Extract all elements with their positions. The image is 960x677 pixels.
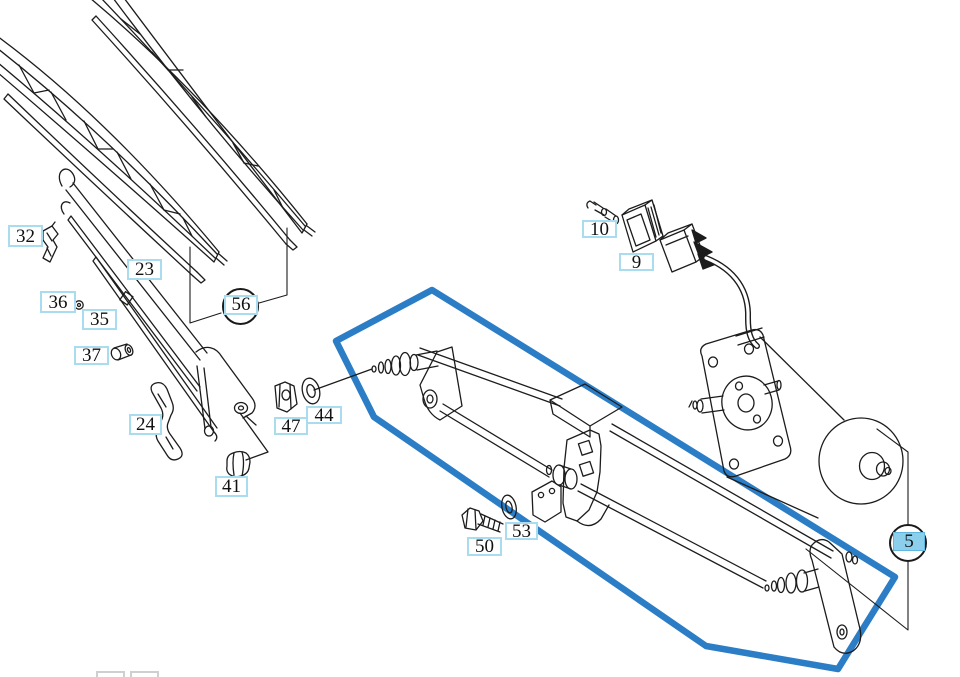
washer-53 [501,494,517,520]
clipped-label-box [96,671,125,677]
bolt-50 [461,507,504,533]
leader-line-5-bottom [805,548,909,631]
cap-37 [110,343,134,361]
wiper-blade-2 [91,0,316,251]
arm-spring-rod [60,201,201,392]
group-callout-5[interactable]: 5 [893,531,925,552]
leader-line-56-left [189,246,222,324]
washer-44 [301,368,373,405]
wiper-blade-1 [0,37,228,284]
part-label-9[interactable]: 9 [619,253,654,272]
arm-rod-35 [92,256,218,442]
leader-line-41 [239,412,269,461]
retainer-clip-32 [42,221,59,263]
part-label-32[interactable]: 32 [8,225,43,247]
highlight-polygon [332,286,899,673]
nut-47 [274,381,298,413]
part-label-36[interactable]: 36 [40,291,76,313]
group-callout-56[interactable]: 56 [224,294,258,315]
nut-41 [226,412,269,478]
part-label-35[interactable]: 35 [82,309,117,330]
connector-housing-9 [621,199,664,253]
callout-leader-lines [189,227,909,631]
part-label-10[interactable]: 10 [582,220,617,239]
wiper-arm [58,168,257,437]
part-label-23[interactable]: 23 [127,259,162,280]
part-label-47[interactable]: 47 [274,417,308,436]
leader-line-44 [313,368,373,391]
part-label-37[interactable]: 37 [74,346,109,365]
motor-cable [703,255,760,349]
part-label-53[interactable]: 53 [505,522,538,541]
leader-line-5-top [876,428,909,525]
part-label-50[interactable]: 50 [467,537,502,556]
linkage-assembly [371,346,862,654]
part-label-41[interactable]: 41 [215,476,248,497]
part-label-44[interactable]: 44 [306,406,342,425]
cable-plug [659,223,717,273]
leader-line-56-right [258,227,288,304]
wiper-motor [688,327,904,519]
part-label-24[interactable]: 24 [129,414,162,435]
clipped-label-box [130,671,159,677]
